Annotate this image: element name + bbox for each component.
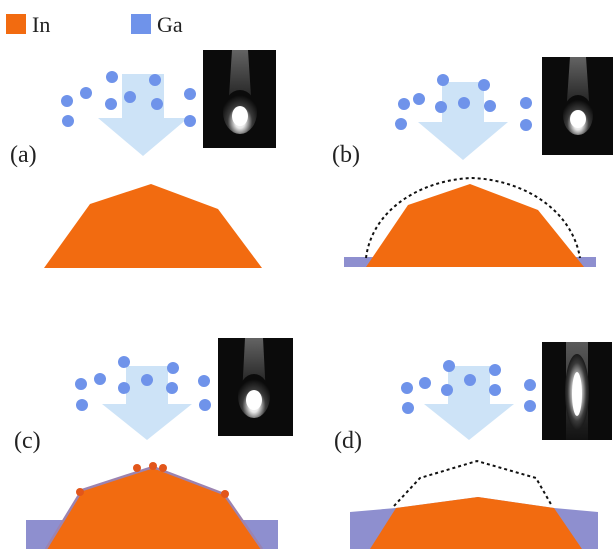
atom: [149, 74, 161, 86]
atom: [441, 384, 453, 396]
panel-d: (d): [334, 342, 612, 549]
original-outline: [365, 176, 581, 259]
atom: [94, 373, 106, 385]
atom: [402, 402, 414, 414]
panel-b: (b): [332, 57, 613, 267]
atom: [198, 375, 210, 387]
atom: [520, 119, 532, 131]
in-droplet: [370, 497, 582, 549]
atom: [118, 356, 130, 368]
atom: [464, 374, 476, 386]
atom: [184, 115, 196, 127]
atom: [401, 382, 413, 394]
atom: [395, 118, 407, 130]
atom: [106, 71, 118, 83]
legend: In Ga: [6, 12, 183, 37]
panel-label-b: (b): [332, 142, 360, 168]
atom: [419, 377, 431, 389]
atom: [151, 98, 163, 110]
legend-in-label: In: [32, 12, 50, 37]
atom: [437, 74, 449, 86]
original-outline: [393, 459, 553, 507]
ga-atoms: [61, 71, 196, 127]
atom: [398, 98, 410, 110]
panel-label-d: (d): [334, 428, 362, 454]
microscope-image: [218, 338, 293, 436]
atom: [199, 399, 211, 411]
atom: [484, 100, 496, 112]
down-arrow-icon: [424, 366, 514, 440]
atom: [80, 87, 92, 99]
in-droplet: [366, 184, 584, 267]
legend-in-swatch: [6, 14, 26, 34]
atom: [443, 360, 455, 372]
atom: [118, 382, 130, 394]
nucleus: [76, 488, 84, 496]
atom: [76, 399, 88, 411]
microscope-image: [203, 50, 276, 148]
nucleus: [159, 464, 167, 472]
panel-label-a: (a): [10, 142, 37, 168]
nucleus: [149, 462, 157, 470]
in-droplet: [46, 467, 262, 549]
surface-ga-nuclei: [76, 462, 229, 498]
microscope-image: [542, 342, 612, 440]
atom: [524, 400, 536, 412]
atom: [478, 79, 490, 91]
atom: [435, 101, 447, 113]
nucleus: [221, 490, 229, 498]
atom: [141, 374, 153, 386]
atom: [62, 115, 74, 127]
nucleus: [133, 464, 141, 472]
atom: [105, 98, 117, 110]
atom: [166, 382, 178, 394]
legend-ga-swatch: [131, 14, 151, 34]
atom: [124, 91, 136, 103]
down-arrow-icon: [418, 82, 508, 160]
atom: [458, 97, 470, 109]
atom: [489, 384, 501, 396]
legend-ga-label: Ga: [157, 12, 183, 37]
ga-atoms: [75, 356, 211, 411]
in-droplet: [44, 184, 262, 268]
down-arrow-icon: [102, 366, 192, 440]
atom: [75, 378, 87, 390]
atom: [524, 379, 536, 391]
atom: [413, 93, 425, 105]
atom: [184, 88, 196, 100]
atom: [167, 362, 179, 374]
panel-a: (a): [10, 50, 276, 268]
down-arrow-icon: [98, 74, 188, 156]
panel-c: (c): [14, 338, 293, 549]
panel-label-c: (c): [14, 428, 41, 454]
atom: [520, 97, 532, 109]
atom: [61, 95, 73, 107]
atom: [489, 364, 501, 376]
microscope-image: [542, 57, 613, 155]
ga-atoms: [401, 360, 536, 414]
ga-atoms: [395, 74, 532, 131]
